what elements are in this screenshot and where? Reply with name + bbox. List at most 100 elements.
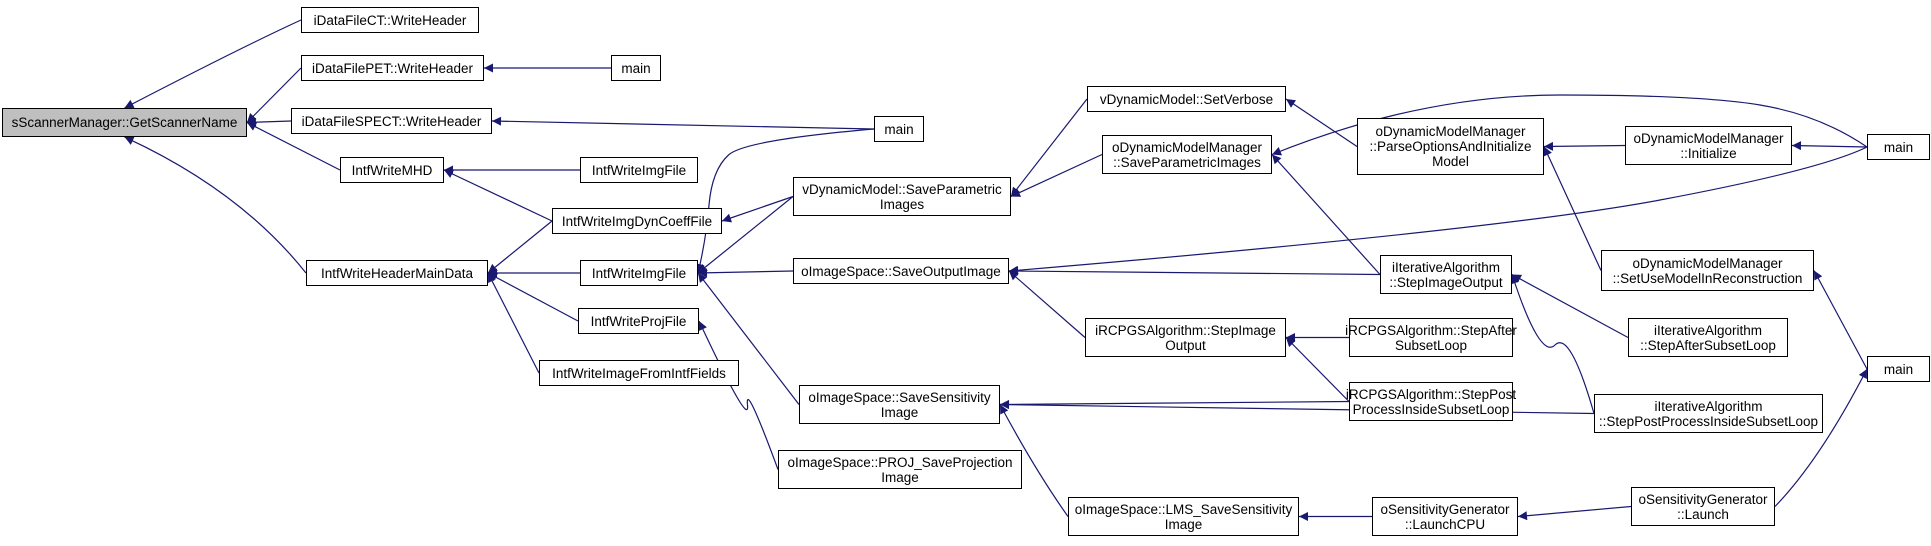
edge-iter_stepout-to-ois_saveout [1008,266,1381,276]
node-label: oImageSpace::LMS_SaveSensitivity [1074,501,1293,517]
node-label: Image [880,404,919,420]
edge-ct_wh-to-root [124,19,302,109]
node-osg-cpu[interactable]: oSensitivityGenerator::LaunchCPU [1372,497,1518,536]
node-odmm-savepar[interactable]: oDynamicModelManager::SaveParametricImag… [1102,135,1272,174]
node-label: ::Initialize [1680,145,1737,161]
node-label: oSensitivityGenerator [1380,501,1510,517]
edge-main_spect-to-spect_wh [491,116,875,130]
node-projfile[interactable]: IntfWriteProjFile [578,308,699,334]
node-main-top[interactable]: main [1867,134,1930,160]
node-label: iRCPGSAlgorithm::StepPost [1345,386,1517,402]
node-osg-launch[interactable]: oSensitivityGenerator::Launch [1631,487,1775,526]
node-label: oImageSpace::SaveOutputImage [801,263,1001,279]
node-label: IntfWriteProjFile [590,313,687,329]
node-label: ::SetUseModelInReconstruction [1612,270,1803,286]
edge-osg_launch-to-osg_cpu [1517,505,1632,521]
edge-iter_stepout-to-odmm_savepar [1271,154,1381,275]
edge-imgfromintf-to-hdr_main [487,272,540,374]
edge-spect_wh-to-root [246,117,292,127]
node-label: iDataFilePET::WriteHeader [311,60,474,76]
node-label: IntfWriteImgFile [591,265,687,281]
node-label: iIterativeAlgorithm [1391,259,1501,275]
node-imgfile-a[interactable]: IntfWriteImgFile [580,157,698,183]
node-main-spect[interactable]: main [874,116,924,142]
node-ois-saveout[interactable]: oImageSpace::SaveOutputImage [793,258,1009,284]
node-main-right[interactable]: main [1867,356,1930,382]
node-odmm-setuse[interactable]: oDynamicModelManager::SetUseModelInRecon… [1601,250,1814,291]
edge-vdm_savepar-to-dyncoeff [721,195,794,223]
node-label: ::StepAfterSubsetLoop [1640,337,1776,353]
node-dyncoeff[interactable]: IntfWriteImgDynCoeffFile [552,208,722,234]
node-label: iDataFileSPECT::WriteHeader [301,113,482,129]
node-label: main [1883,139,1914,155]
node-label: iRCPGSAlgorithm::StepAfter [1345,322,1517,338]
node-label: iIterativeAlgorithm [1654,398,1763,414]
edge-main_spect-to-imgfile_b [695,128,875,274]
edge-odmm_savepar-to-vdm_savepar [1010,153,1103,198]
edge-ois_lms-to-ois_savesens [999,404,1069,517]
edge-iter_post-to-iter_stepout [1510,274,1595,414]
node-root: sScannerManager::GetScannerName [2,108,247,137]
node-iter-after[interactable]: iIterativeAlgorithm::StepAfterSubsetLoop [1628,318,1788,357]
edge-iter_after-to-iter_stepout [1511,273,1629,339]
node-label: main [884,121,914,137]
node-label: iIterativeAlgorithm [1653,322,1763,338]
edge-main_right-to-odmm_setuse [1813,270,1868,370]
node-label: oDynamicModelManager [1633,130,1784,146]
node-label: oSensitivityGenerator [1638,491,1768,507]
node-main-pet[interactable]: main [611,55,661,81]
node-label: ::SaveParametricImages [1113,154,1261,170]
edge-ois_savesens-to-imgfile_b [697,272,800,405]
node-label: SubsetLoop [1394,337,1468,353]
node-vdm-setverbose[interactable]: vDynamicModel::SetVerbose [1087,86,1286,112]
node-mhd[interactable]: IntfWriteMHD [340,157,444,183]
node-label: ::ParseOptionsAndInitialize [1369,139,1532,154]
node-label: oDynamicModelManager [1375,124,1526,139]
node-odmm-parse[interactable]: oDynamicModelManager::ParseOptionsAndIni… [1357,118,1544,175]
node-imgfromintf[interactable]: IntfWriteImageFromIntfFields [539,360,739,386]
node-label: ::Launch [1677,506,1729,522]
edge-odmm_parse-to-vdm_setverbose [1285,98,1358,147]
node-label: IntfWriteImgDynCoeffFile [561,213,713,229]
edge-vdm_setverbose-to-vdm_savepar [1010,98,1088,197]
node-label: Image [881,469,919,485]
node-label: main [621,60,651,76]
node-label: oDynamicModelManager [1632,255,1783,271]
node-hdr-main[interactable]: IntfWriteHeaderMainData [306,260,488,286]
node-label: vDynamicModel::SaveParametric [802,181,1002,197]
node-label: ProcessInsideSubsetLoop [1352,401,1510,417]
edge-main_top-to-ois_saveout [1008,146,1868,275]
edge-mhd-to-root [246,121,341,171]
node-imgfile-b[interactable]: IntfWriteImgFile [580,260,698,286]
edge-vdm_savepar-to-imgfile_b [697,196,794,274]
node-spect-wh[interactable]: iDataFileSPECT::WriteHeader [291,108,492,134]
edge-odmm_setuse-to-odmm_parse [1543,146,1602,271]
node-label: IntfWriteHeaderMainData [320,265,474,281]
node-label: ::StepPostProcessInsideSubsetLoop [1598,413,1819,429]
node-label: Model [1432,154,1469,169]
edge-ois_saveout-to-imgfile_b [697,268,794,278]
node-label: IntfWriteMHD [351,162,433,178]
node-pet-wh[interactable]: iDataFilePET::WriteHeader [301,55,484,81]
node-iter-stepout[interactable]: iIterativeAlgorithm::StepImageOutput [1380,255,1512,294]
node-label: sScannerManager::GetScannerName [11,115,238,130]
edge-odmm_init-to-odmm_parse [1543,141,1626,151]
node-iter-post[interactable]: iIterativeAlgorithm::StepPostProcessInsi… [1594,394,1823,433]
edge-main_top-to-odmm_init [1791,141,1868,151]
node-ct-wh[interactable]: iDataFileCT::WriteHeader [301,7,479,33]
node-label: oDynamicModelManager [1111,139,1263,155]
node-odmm-init[interactable]: oDynamicModelManager::Initialize [1625,126,1792,165]
node-label: main [1883,361,1914,377]
node-label: Output [1165,337,1206,353]
edge-hdr_main-to-root [124,136,307,274]
edge-main_top-to-odmm_savepar [1271,94,1868,156]
